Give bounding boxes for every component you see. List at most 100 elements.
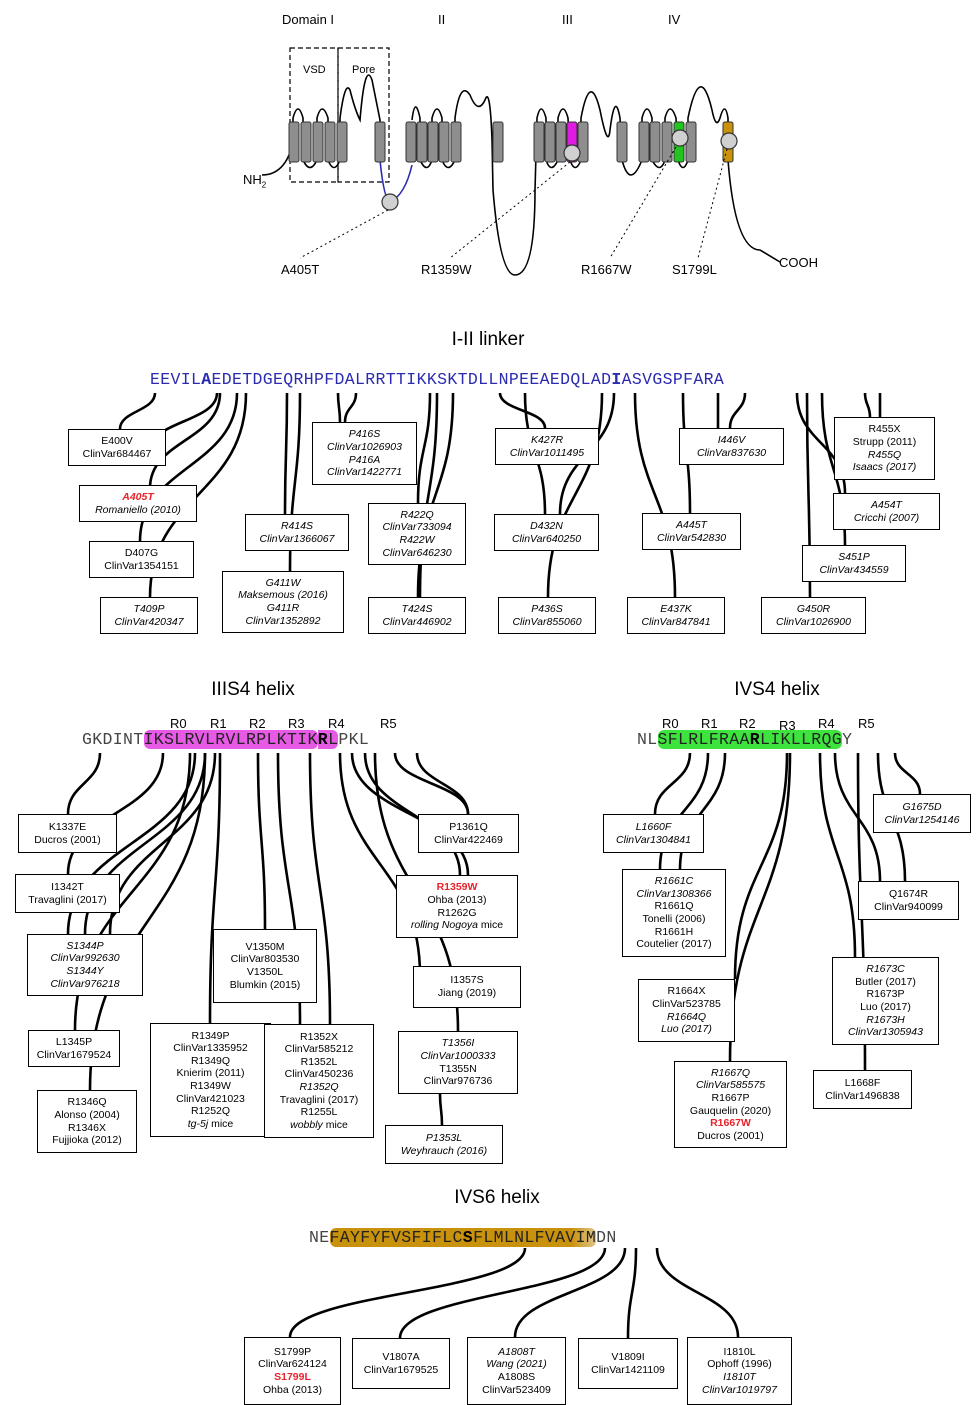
annotation-line: V1807A: [382, 1350, 420, 1363]
annotation-line: Weyhrauch (2016): [400, 1144, 488, 1157]
annotation-line: Ophoff (1996): [707, 1358, 772, 1371]
tm-segment: [300, 121, 312, 163]
tm-segment: [533, 121, 545, 163]
annotation-line: Ducros (2001): [34, 833, 101, 846]
annotation-line: tg-5j mice: [187, 1117, 234, 1130]
annotation-line: Wang (2021): [486, 1358, 547, 1371]
connector-curve: [283, 392, 289, 515]
annotation-line: E437K: [660, 602, 692, 615]
domain-label-1: Domain I: [282, 12, 335, 27]
annotation-line: ClinVar855060: [512, 615, 582, 628]
annotation-line: ClinVar1019797: [702, 1383, 777, 1396]
annotation-line: ClinVar1352892: [245, 614, 321, 627]
annotation-line: A405T: [122, 490, 154, 503]
annotation-line: R1252Q: [190, 1105, 231, 1118]
annotation-line: Ohba (2013): [427, 893, 487, 906]
annotation-line: P1361Q: [449, 820, 488, 833]
annotation-line: Luo (2017): [860, 1001, 911, 1013]
annotation-line: ClinVar803530: [230, 953, 300, 966]
annotation-line: ClinVar646230: [382, 546, 452, 559]
mutation-label-r1359w: R1359W: [421, 262, 472, 277]
annotation-line: Jiang (2019): [437, 987, 497, 999]
annotation-line: V1350L: [246, 966, 284, 978]
annotation-line: ClinVar434559: [819, 563, 889, 576]
annotation-line: ClinVar1354151: [104, 559, 179, 572]
mutation-label-a405t: A405T: [281, 262, 320, 277]
annotation-line: Maksemous (2016): [238, 589, 328, 602]
annotation-line: Travaglini (2017): [279, 1093, 359, 1106]
annotation-line: ClinVar585212: [284, 1043, 354, 1056]
annotation-line: Fujjioka (2012): [52, 1134, 122, 1147]
ivs6-title: IVS6 helix: [454, 1187, 540, 1208]
ivs4-r4-label: R4: [818, 716, 835, 731]
annotation-line: K427R: [530, 433, 564, 446]
annotation-line: T1355N: [439, 1062, 477, 1075]
annotation-line: A1808T: [498, 1345, 535, 1358]
ivs6-sequence: NEFAYFYFVSFIFLCSFLMLNLFVAVIMDN: [309, 1228, 617, 1247]
annotation-line: R1673H: [866, 1013, 905, 1026]
annotation-line: ClinVar1304841: [616, 833, 691, 846]
connector-curve: [118, 392, 157, 430]
annotation-line: ClinVar1679525: [363, 1363, 439, 1376]
connector-curve: [438, 1093, 444, 1126]
annotation-line: ClinVar1366067: [259, 532, 335, 545]
tm-segment: [336, 121, 348, 163]
annotation-line: A1808S: [497, 1371, 536, 1383]
annotation-line: I446V: [717, 433, 746, 446]
connector-curve: [88, 752, 207, 1091]
connector-curve: [66, 752, 102, 815]
annotation-line: S1344P: [66, 939, 104, 952]
iiis4-r5-label: R5: [380, 716, 397, 731]
tm-segment: [374, 121, 386, 163]
tm-segment: [616, 121, 628, 163]
annotation-line: R455Q: [867, 448, 902, 461]
annotation-line: R1346X: [68, 1121, 106, 1134]
annotation-line: S451P: [838, 550, 870, 563]
iiis4-r3-label: R3: [288, 716, 305, 731]
annotation-line: R1352L: [300, 1055, 338, 1068]
annotation-line: Alonso (2004): [54, 1108, 120, 1121]
connector-curve: [393, 752, 470, 815]
connector-curve: [728, 392, 747, 429]
tm-segment: [405, 121, 417, 163]
annotation-line: ClinVar1026900: [776, 615, 851, 628]
annotation-line: S1344Y: [66, 965, 104, 977]
annotation-line: Gauquelin (2020): [689, 1104, 772, 1117]
annotation-line: ClinVar1496838: [825, 1089, 900, 1102]
annotation-line: ClinVar542830: [656, 531, 727, 544]
ivs4-title: IVS4 helix: [734, 679, 820, 700]
annotation-line: R1262G: [437, 906, 477, 919]
connector-curve: [415, 752, 470, 815]
annotation-line: I1810L: [723, 1345, 756, 1358]
annotation-line: Butler (2017): [855, 975, 916, 988]
annotation-line: R1661Q: [654, 900, 694, 913]
connector-curve: [498, 392, 547, 429]
connector-curve: [288, 1247, 527, 1338]
annotation-line: D432N: [530, 519, 563, 532]
annotation-line: ClinVar421023: [176, 1092, 245, 1105]
tm-segment: [544, 121, 556, 163]
annotation-line: A454T: [871, 498, 902, 511]
annotation-line: R1255L: [300, 1106, 338, 1119]
mutation-site-circle: [563, 144, 581, 162]
connector-curve: [308, 752, 332, 1025]
annotation-line: I1810T: [723, 1371, 756, 1383]
mutation-leader-line: [449, 161, 571, 259]
annotation-line: ClinVar624124: [258, 1358, 327, 1371]
annotation-line: L1345P: [55, 1035, 93, 1048]
annotation-line: G1675D: [902, 800, 942, 813]
